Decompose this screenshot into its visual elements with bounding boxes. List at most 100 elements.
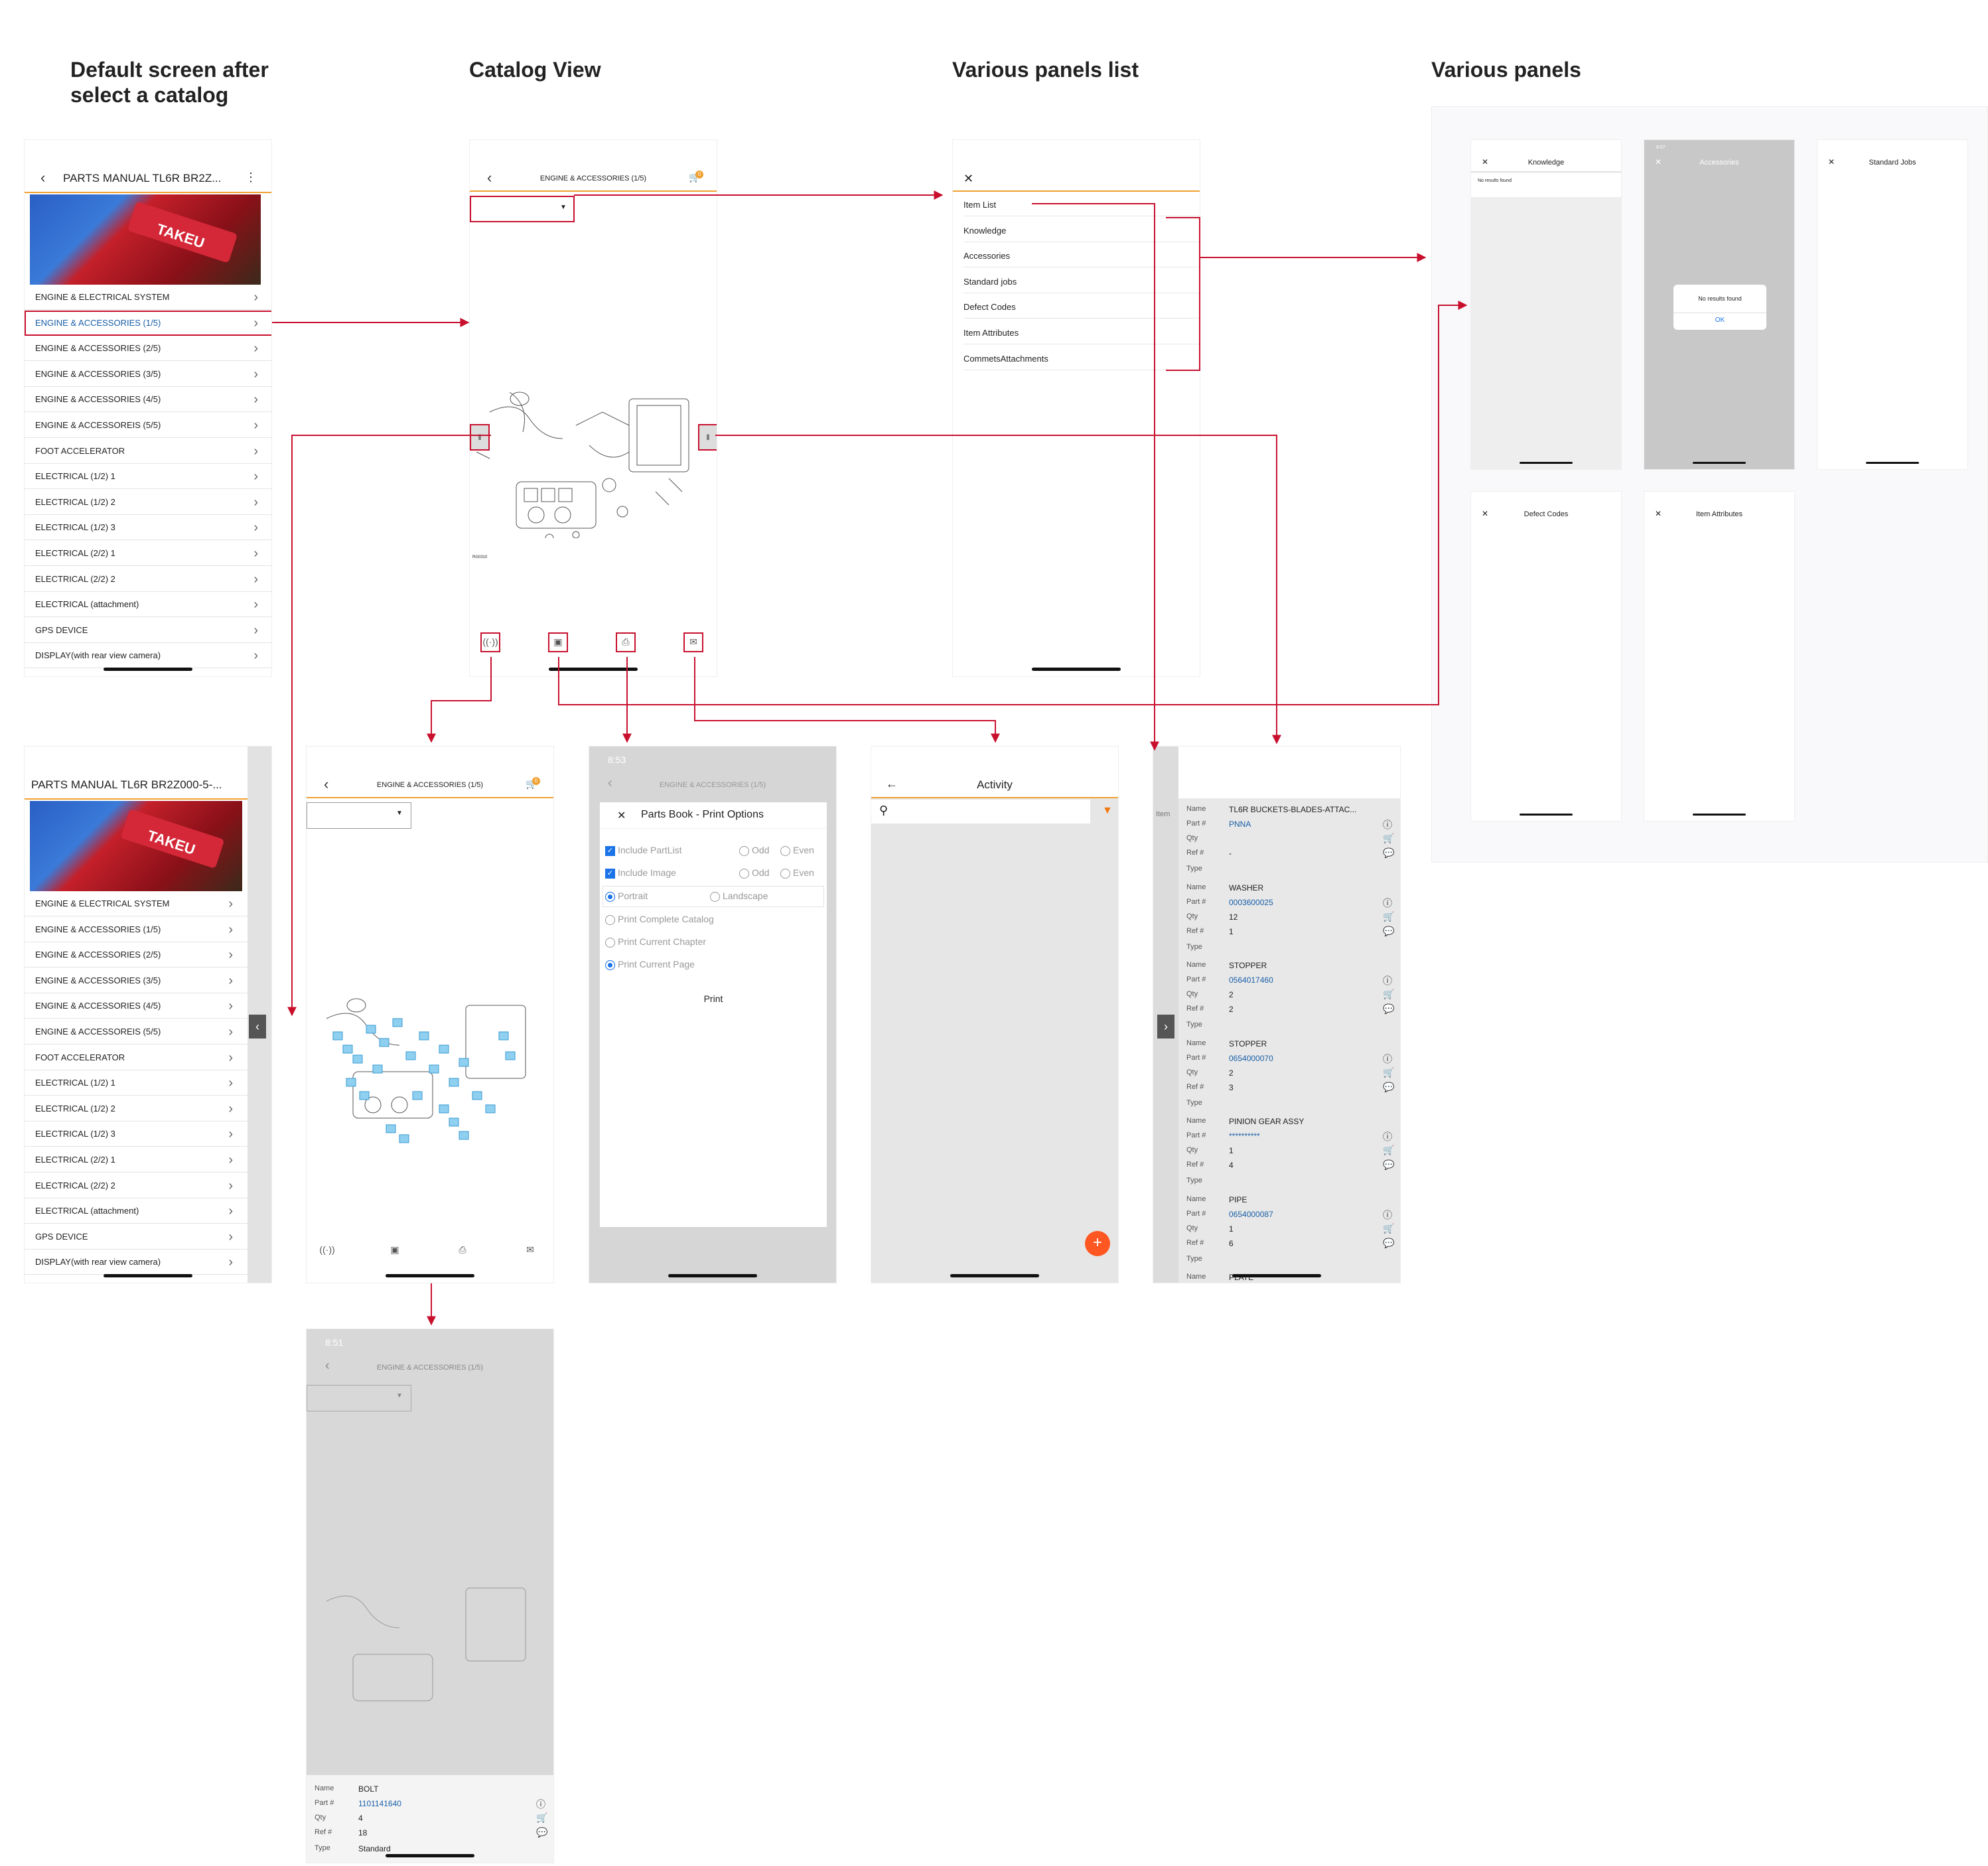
item-part-number[interactable]: 0003600025 <box>1229 897 1273 907</box>
part-hotspot[interactable] <box>366 1025 376 1034</box>
prev-page-button[interactable]: ‖ <box>470 424 490 451</box>
broadcast-icon[interactable]: ((·)) <box>319 1244 335 1255</box>
bolt-part-number[interactable]: 1101141640 <box>358 1799 401 1808</box>
chapter-item[interactable]: ENGINE & ACCESSORIES (2/5)› <box>25 336 271 362</box>
part-hotspot[interactable] <box>472 1091 482 1100</box>
panel-list-item[interactable]: Accessories <box>963 251 1011 261</box>
part-hotspot[interactable] <box>449 1117 459 1127</box>
chapter-item[interactable]: ENGINE & ACCESSORIES (1/5)› <box>25 917 248 942</box>
part-hotspot[interactable] <box>498 1031 509 1041</box>
panel-list-item[interactable]: Knowledge <box>963 225 1007 236</box>
chapter-item[interactable]: ENGINE & ELECTRICAL SYSTEM› <box>25 891 248 916</box>
info-icon[interactable]: ⓘ <box>1383 1209 1392 1220</box>
item-part-number[interactable]: 0654000070 <box>1229 1053 1273 1063</box>
chapter-item[interactable]: ELECTRICAL (2/2) 2› <box>25 1173 248 1198</box>
part-hotspot[interactable] <box>386 1124 396 1133</box>
chapter-item[interactable]: GPS DEVICE› <box>25 618 271 643</box>
info-icon[interactable]: ⓘ <box>1383 897 1392 908</box>
part-hotspot[interactable] <box>459 1058 469 1067</box>
comment-icon[interactable]: ✉ <box>683 632 703 652</box>
part-hotspot[interactable] <box>352 1054 363 1064</box>
panels-icon[interactable]: ▣ <box>390 1244 399 1255</box>
chapter-item[interactable]: ELECTRICAL (1/2) 1› <box>25 1070 248 1096</box>
part-hotspot[interactable] <box>346 1078 356 1087</box>
print-icon[interactable]: ⎙ <box>616 632 636 652</box>
expand-drawer-button[interactable]: › <box>1157 1015 1174 1039</box>
comment-icon[interactable]: 💬 <box>1383 847 1395 858</box>
landscape-radio[interactable] <box>710 891 720 902</box>
panel-list-item[interactable]: Item Attributes <box>963 328 1019 338</box>
more-vert-icon[interactable]: ⋮ <box>245 171 257 184</box>
chapter-item[interactable]: ENGINE & ACCESSORIES (4/5)› <box>25 387 271 413</box>
chapter-item[interactable]: ELECTRICAL (attachment)› <box>25 592 271 618</box>
comment-icon[interactable]: 💬 <box>536 1827 548 1837</box>
part-hotspot[interactable] <box>342 1044 353 1054</box>
part-hotspot[interactable] <box>439 1044 449 1054</box>
item-part-number[interactable]: 0564017460 <box>1229 975 1273 985</box>
chapter-item[interactable]: ELECTRICAL (1/2) 1› <box>25 464 271 490</box>
part-hotspot[interactable] <box>399 1134 409 1143</box>
comment-icon[interactable]: 💬 <box>1383 1003 1395 1014</box>
ok-button[interactable]: OK <box>1715 317 1725 324</box>
close-icon[interactable]: ✕ <box>1482 157 1489 167</box>
info-icon[interactable]: ⓘ <box>1383 820 1392 830</box>
part-hotspot[interactable] <box>412 1091 423 1100</box>
chapter-item[interactable]: ENGINE & ACCESSOREIS (5/5)› <box>25 1019 248 1044</box>
part-hotspot[interactable] <box>392 1018 403 1027</box>
cart-icon[interactable]: 🛒 <box>1383 910 1395 922</box>
part-hotspot[interactable] <box>485 1104 496 1113</box>
chapter-item[interactable]: ELECTRICAL (2/2) 2› <box>25 567 271 592</box>
back-icon[interactable]: ‹ <box>487 169 492 186</box>
back-arrow-icon[interactable]: ← <box>886 777 898 790</box>
cart-icon[interactable]: 🛒 <box>1383 833 1395 843</box>
exploded-drawing-hotspots[interactable] <box>307 992 553 1151</box>
chapter-item[interactable]: ENGINE & ACCESSOREIS (5/5)› <box>25 413 271 438</box>
part-hotspot[interactable] <box>429 1064 439 1074</box>
info-icon[interactable]: ⓘ <box>1383 1131 1392 1142</box>
part-hotspot[interactable] <box>379 1038 390 1047</box>
chapter-item[interactable]: ENGINE & ACCESSORIES (3/5)› <box>25 968 248 993</box>
image-even-radio[interactable] <box>780 868 790 879</box>
part-hotspot[interactable] <box>332 1031 343 1041</box>
chapter-item[interactable]: ENGINE & ELECTRICAL SYSTEM› <box>25 285 271 310</box>
print-complete-radio[interactable] <box>605 914 615 925</box>
chapter-item[interactable]: ELECTRICAL (1/2) 3› <box>25 515 271 541</box>
chapter-item[interactable]: ELECTRICAL (1/2) 2› <box>25 1096 248 1121</box>
item-part-number[interactable]: ********** <box>1229 1131 1260 1141</box>
part-hotspot[interactable] <box>439 1104 449 1113</box>
chapter-item[interactable]: ELECTRICAL (1/2) 3› <box>25 1121 248 1147</box>
chapter-item[interactable]: FOOT ACCELERATOR› <box>25 439 271 464</box>
print-icon[interactable]: ⎙ <box>459 1244 466 1255</box>
partlist-even-radio[interactable] <box>780 845 790 856</box>
cart-icon[interactable]: 🛒 <box>1383 989 1395 999</box>
panel-list-item[interactable]: CommetsAttachments <box>963 353 1048 364</box>
comment-icon[interactable]: 💬 <box>1383 1159 1395 1170</box>
info-icon[interactable]: ⓘ <box>1383 975 1392 986</box>
panels-icon[interactable]: ▣ <box>548 632 568 652</box>
close-icon[interactable]: ✕ <box>617 810 626 822</box>
info-icon[interactable]: ⓘ <box>536 1799 545 1810</box>
print-chapter-radio[interactable] <box>605 937 615 948</box>
chapter-item[interactable]: FOOT ACCELERATOR› <box>25 1045 248 1070</box>
search-input[interactable] <box>871 800 1090 824</box>
print-button[interactable]: Print <box>703 993 723 1004</box>
chapter-item[interactable]: DISPLAY(with rear view camera)› <box>25 643 271 669</box>
info-icon[interactable]: ⓘ <box>1383 1053 1392 1064</box>
part-hotspot[interactable] <box>419 1031 429 1041</box>
close-icon[interactable]: ✕ <box>1655 509 1662 518</box>
filter-icon[interactable]: ▼ <box>1102 805 1113 816</box>
chapter-item[interactable]: ENGINE & ACCESSORIES (3/5)› <box>25 362 271 387</box>
comment-icon[interactable]: 💬 <box>1383 1237 1395 1248</box>
panel-list-item[interactable]: Item List <box>963 200 997 210</box>
chapter-item[interactable]: ENGINE & ACCESSORIES (4/5)› <box>25 993 248 1019</box>
cart-icon[interactable]: 🛒 <box>1383 1066 1395 1078</box>
cart-icon[interactable]: 🛒 <box>1383 1145 1395 1155</box>
print-page-radio[interactable] <box>605 960 615 970</box>
item-part-number[interactable]: PNNA <box>1229 820 1251 829</box>
comment-icon[interactable]: 💬 <box>1383 925 1395 936</box>
chapter-item[interactable]: ELECTRICAL (2/2) 1› <box>25 1147 248 1173</box>
part-hotspot[interactable] <box>505 1051 516 1060</box>
chapter-item[interactable]: GPS DEVICE› <box>25 1224 248 1250</box>
close-icon[interactable]: ✕ <box>1828 157 1835 167</box>
include-partlist-checkbox[interactable]: ✓ <box>605 845 615 856</box>
